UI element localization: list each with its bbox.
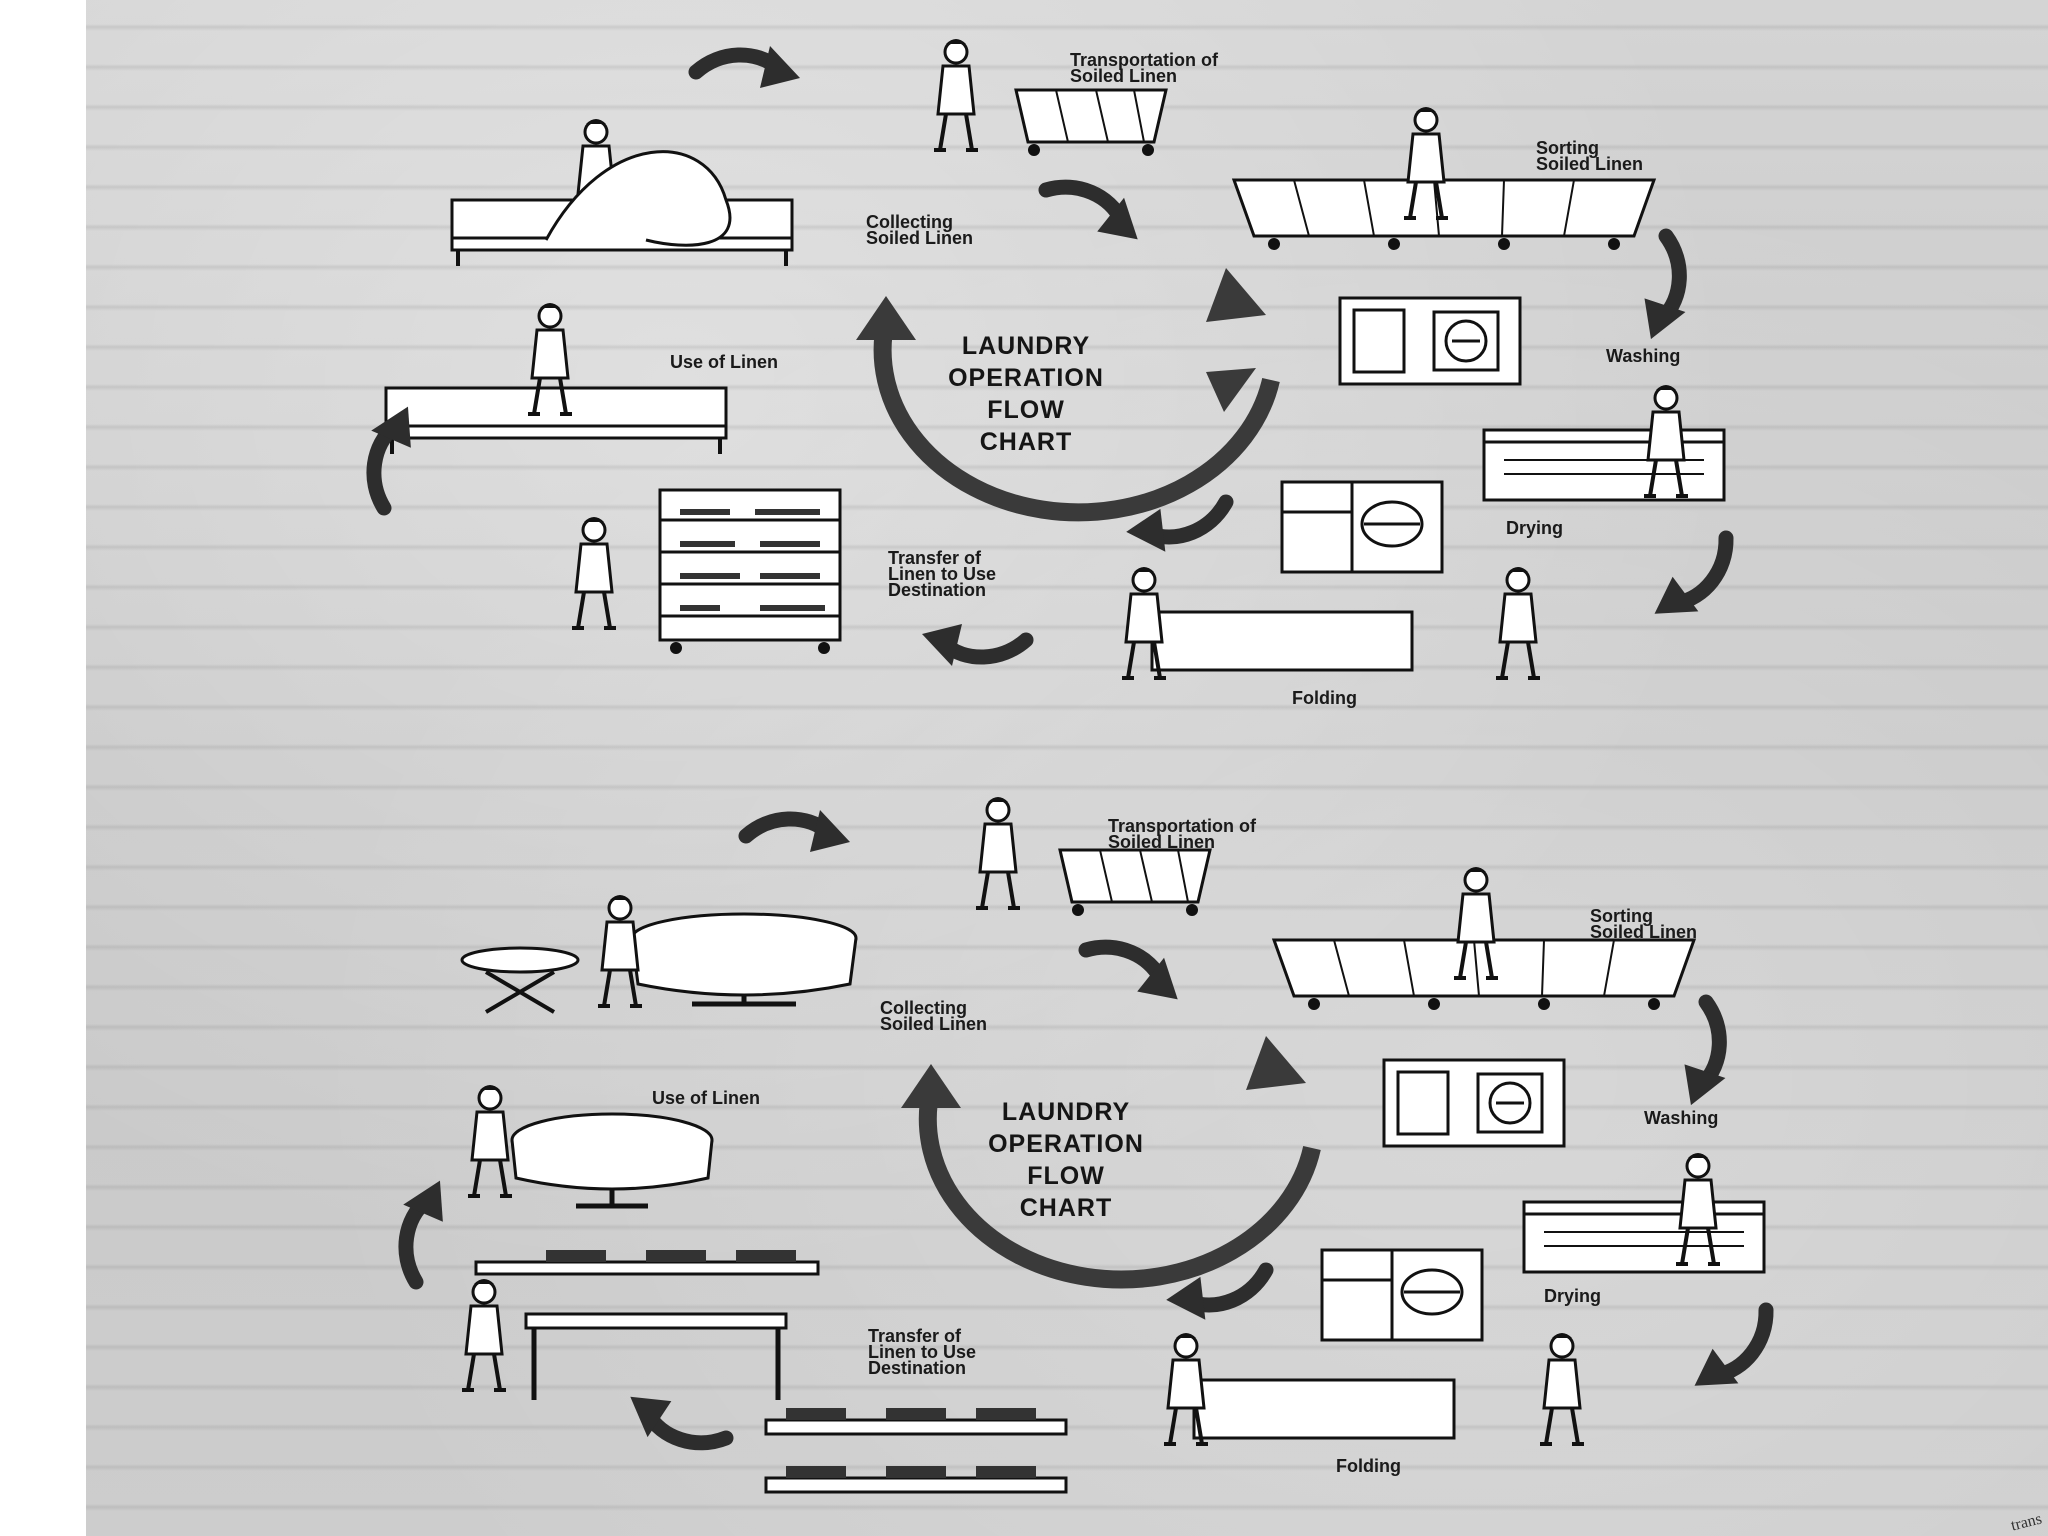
- step-label-use: Use of Linen: [652, 1088, 761, 1108]
- arrow-sort-to-wash: [1641, 235, 1692, 342]
- dryer-icon: [1280, 480, 1444, 574]
- flow-chart-artwork: [86, 37, 2048, 1494]
- worker-icon: [974, 795, 1022, 910]
- folding-table-icon: [1150, 610, 1414, 672]
- step-label-sorting: Sorting Soiled Linen: [1536, 138, 1644, 174]
- step-label-collecting: Collecting Soiled Linen: [880, 998, 988, 1034]
- cycle-ring-2: [901, 1036, 1321, 1289]
- arrow-fold-to-transfer: [922, 624, 1026, 666]
- step-label-drying: Drying: [1506, 518, 1564, 538]
- step-label-transportation: Transportation of Soiled Linen: [1070, 50, 1218, 86]
- step-label-use: Use of Linen: [670, 352, 779, 372]
- washer-icon: [1382, 1058, 1566, 1148]
- arrow-collect-to-transport: [696, 46, 800, 88]
- step-label-sorting: Sorting Soiled Linen: [1590, 906, 1698, 942]
- arrow-dry-to-fold: [1687, 1300, 1786, 1407]
- worker-icon: [932, 37, 980, 152]
- linen-rack-top: [474, 1260, 820, 1276]
- transfer-worker-icon: [460, 1277, 508, 1392]
- step-label-transfer: Transfer of Linen to Use Destination: [868, 1326, 977, 1378]
- step-label-folding: Folding: [1292, 688, 1357, 708]
- folding-table-icon: [1192, 1378, 1456, 1440]
- linen-table-icon: [524, 1312, 788, 1330]
- arrow-dry-to-fold: [1647, 528, 1746, 635]
- diagram-1: [358, 37, 1746, 680]
- tray-stand-icon: [460, 946, 580, 974]
- sorting-table-icon: [1272, 938, 1696, 1012]
- sorting-table-icon: [1232, 178, 1656, 252]
- step-label-collecting: Collecting Soiled Linen: [866, 212, 974, 248]
- scanned-page: LAUNDRY OPERATION FLOW CHART Transportat…: [86, 0, 2048, 1536]
- linen-stack-2: [764, 1476, 1068, 1494]
- arrow-sort-to-wash: [1681, 1001, 1732, 1108]
- step-label-washing: Washing: [1606, 346, 1681, 366]
- step-label-transfer: Transfer of Linen to Use Destination: [888, 548, 997, 600]
- folder-right-icon: [1538, 1331, 1586, 1446]
- arrow-fold-to-transfer: [619, 1387, 731, 1462]
- collector-icon: [596, 893, 644, 1008]
- ironer-icon: [1522, 1200, 1766, 1274]
- cycle-ring-1: [856, 268, 1280, 522]
- bed-icon: [384, 386, 728, 456]
- waiter-icon: [466, 1083, 514, 1198]
- step-label-transportation: Transportation of Soiled Linen: [1108, 816, 1256, 852]
- left-margin: [0, 0, 86, 1536]
- linen-stack-1: [764, 1418, 1068, 1436]
- step-label-washing: Washing: [1644, 1108, 1719, 1128]
- washer-icon: [1338, 296, 1522, 386]
- arrow-collect-to-transport: [746, 810, 850, 852]
- arrow-transport-to-sort: [1079, 926, 1191, 1008]
- diagram-2: [390, 795, 1786, 1494]
- dryer-icon: [1320, 1248, 1484, 1342]
- linen-cart-icon: [1014, 88, 1168, 158]
- folder-right-icon: [1494, 565, 1542, 680]
- step-label-folding: Folding: [1336, 1456, 1401, 1476]
- flow-chart-title: LAUNDRY OPERATION FLOW CHART: [988, 1098, 1144, 1222]
- linen-shelf-icon: [660, 490, 840, 654]
- flow-chart-title: LAUNDRY OPERATION FLOW CHART: [948, 332, 1104, 456]
- step-label-drying: Drying: [1544, 1286, 1602, 1306]
- transfer-worker-icon: [570, 515, 618, 630]
- arrow-transfer-to-use: [390, 1175, 449, 1285]
- ironer-icon: [1482, 428, 1726, 502]
- linen-cart-icon: [1058, 848, 1212, 918]
